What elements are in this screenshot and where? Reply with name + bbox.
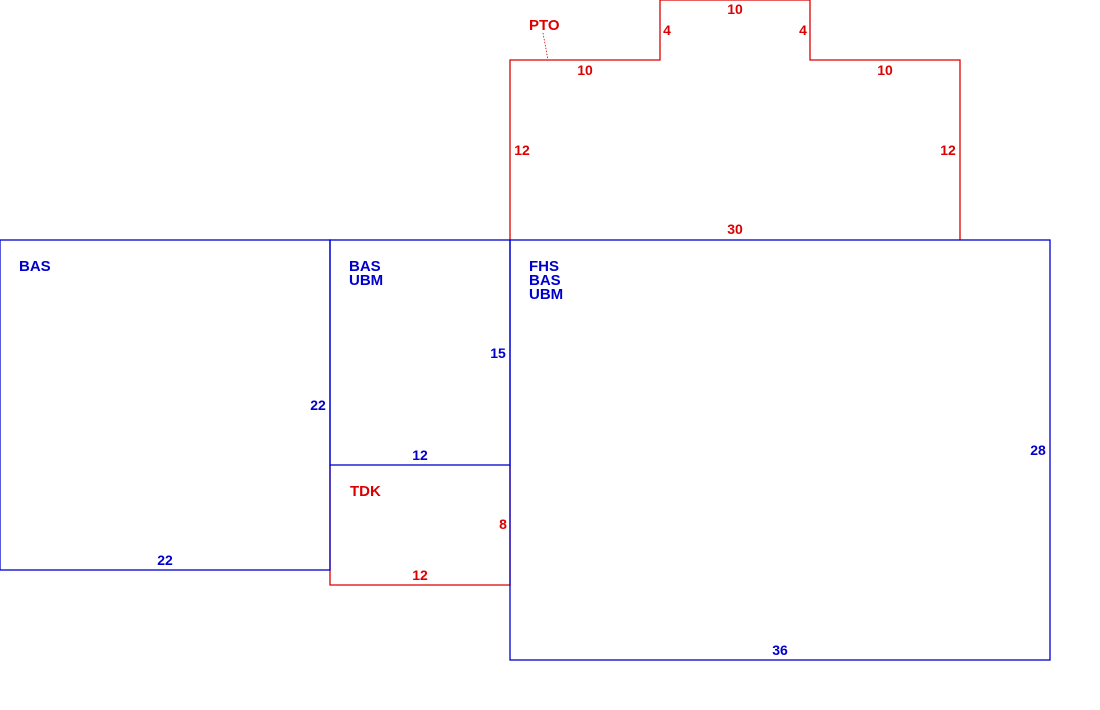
tdk-dim-bottom: 12 xyxy=(412,567,428,583)
left-bas-label: BAS xyxy=(19,258,51,275)
tdk-dim-right: 8 xyxy=(499,516,507,532)
area-tdk[interactable]: TDK 8 12 xyxy=(329,465,511,586)
pto-dim-notch-right: 4 xyxy=(799,22,807,38)
pto-dim-notch-top: 10 xyxy=(727,1,743,17)
pto-label: PTO xyxy=(529,17,560,34)
area-right-fhs[interactable]: FHS BAS UBM 28 36 xyxy=(509,239,1051,661)
tdk-label: TDK xyxy=(350,483,381,500)
right-fhs-label: FHS xyxy=(529,258,559,275)
pto-dim-bottom: 30 xyxy=(727,221,743,237)
right-dim-right: 28 xyxy=(1030,442,1046,458)
area-left-bas[interactable]: BAS 22 22 xyxy=(0,239,331,571)
middle-dim-right: 15 xyxy=(490,345,506,361)
pto-dim-right: 12 xyxy=(940,142,956,158)
left-bas-dim-bottom: 22 xyxy=(157,552,173,568)
right-fhs-outline xyxy=(509,239,1051,661)
area-pto[interactable]: PTO 10 4 4 10 10 12 12 30 xyxy=(509,0,961,240)
pto-dim-notch-left: 4 xyxy=(663,22,671,38)
middle-dim-bottom: 12 xyxy=(412,447,428,463)
pto-leader-line xyxy=(542,32,549,61)
middle-ubm-label: UBM xyxy=(349,272,383,289)
pto-dim-top-right: 10 xyxy=(877,62,893,78)
right-ubm-label: UBM xyxy=(529,286,563,303)
middle-bas-label: BAS xyxy=(349,258,381,275)
pto-dim-left: 12 xyxy=(514,142,530,158)
pto-outline xyxy=(509,0,961,240)
left-bas-dim-right: 22 xyxy=(310,397,326,413)
left-bas-outline xyxy=(0,239,331,571)
area-middle-bas-ubm[interactable]: BAS UBM 15 12 xyxy=(329,239,511,466)
right-dim-bottom: 36 xyxy=(772,642,788,658)
pto-dim-top-left: 10 xyxy=(577,62,593,78)
right-bas-label: BAS xyxy=(529,272,561,289)
